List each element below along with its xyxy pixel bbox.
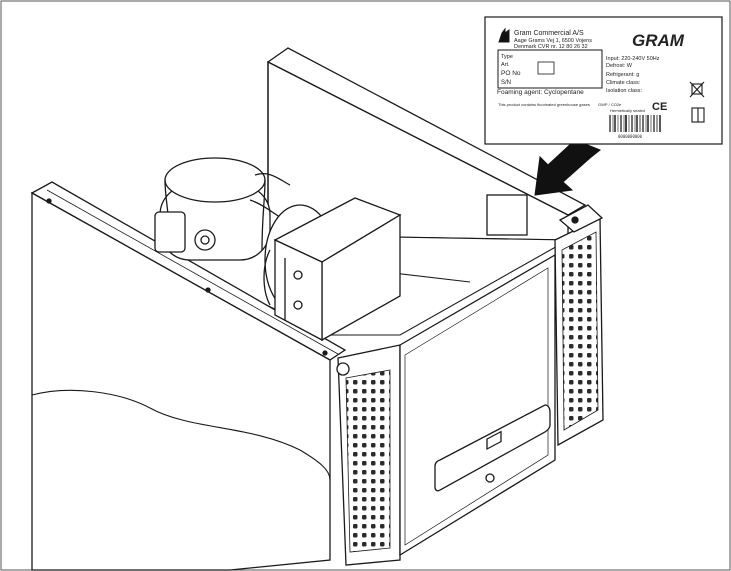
right-grille-post [554,204,604,447]
label-spec-4: Climate class: [606,80,641,86]
manual-icon [691,107,705,123]
handle-slot [486,430,502,451]
label-country: Denmark CVR nr. 12 80 26 32 [514,44,588,50]
label-po-field: PO No [501,70,521,77]
brand-logo: GRAM [632,31,685,50]
ce-mark: CE [652,101,667,113]
factory-icon [498,27,510,43]
label-sealed-note: Hermetically sealed [610,108,645,113]
condenser-unit [263,197,402,342]
label-art-field: Art. [501,62,510,68]
label-spec-1: Input: 220-240V 50Hz [606,56,660,62]
weee-bin-icon [689,81,705,98]
label-arrow [534,139,601,196]
label-foaming-agent: Foaming agent: Cyclopentane [497,89,584,96]
barcode [609,115,661,132]
left-side-panel [30,181,347,571]
front-left-post [336,344,401,566]
label-company: Gram Commercial A/S [514,30,584,37]
label-spec-5: Isolation class: [606,88,643,94]
compressor [154,157,291,261]
label-fgas-note: This product contains fluorinated greenh… [498,102,590,107]
label-type-field: Type [501,54,513,60]
barcode-number: 0000000000 [618,134,643,139]
front-panel [399,253,556,557]
rating-label: Gram Commercial A/S Aage Grams Vej 1, 65… [484,16,723,145]
label-sn-field: S/N [501,80,511,86]
label-position-marker [486,194,528,236]
handle-button [485,473,495,483]
label-address: Aage Grams Vej 1, 6500 Vojens [514,38,592,44]
label-spec-3: Refrigerant: g [606,72,639,78]
label-spec-2: Defrost: W [606,63,633,69]
label-gwp-note: GWP / CO2e [598,102,622,107]
